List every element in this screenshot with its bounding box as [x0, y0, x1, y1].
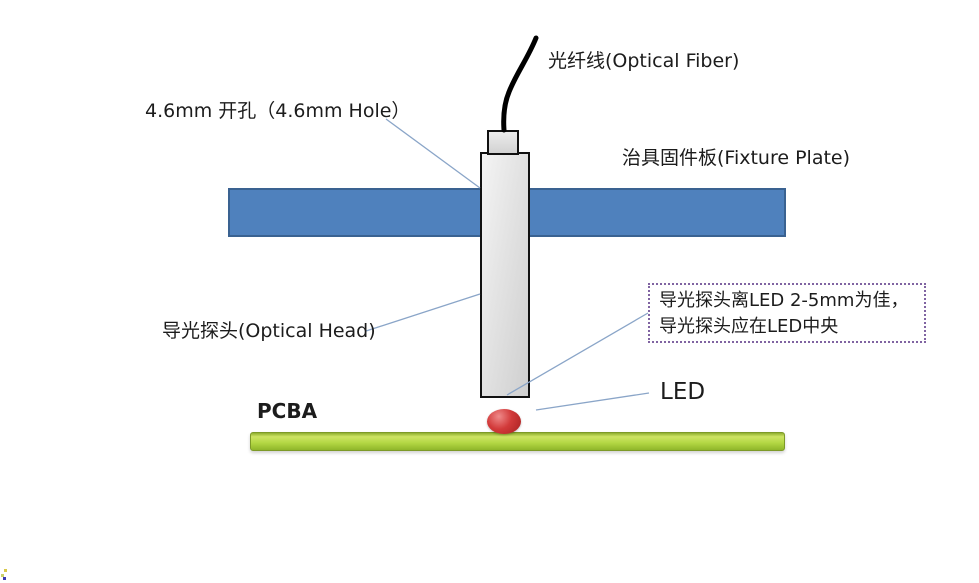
optical-head-probe-shape — [480, 152, 530, 398]
pcba-board-shape — [250, 432, 785, 451]
hole-label: 4.6mm 开孔（4.6mm Hole） — [145, 100, 411, 122]
optical-head-label: 导光探头(Optical Head) — [162, 320, 376, 342]
pcba-label: PCBA — [257, 399, 318, 423]
led-label: LED — [660, 379, 706, 405]
fiber-connector-shape — [487, 130, 519, 155]
screen-artifact — [1, 569, 10, 580]
optical-fiber-label: 光纤线(Optical Fiber) — [548, 50, 740, 72]
fixture-plate-label: 治具固件板(Fixture Plate) — [622, 147, 851, 169]
leader-line-optical-head — [365, 293, 481, 332]
leader-line-hole — [385, 118, 481, 189]
note-line-1: 导光探头离LED 2-5mm为佳， — [659, 290, 909, 311]
optical-fiber-cable-line — [501, 35, 539, 133]
leader-line-led — [535, 392, 650, 411]
note-box: 导光探头离LED 2-5mm为佳， 导光探头应在LED中央 — [648, 283, 926, 343]
led-shape — [487, 409, 521, 434]
note-line-2: 导光探头应在LED中央 — [659, 316, 839, 337]
